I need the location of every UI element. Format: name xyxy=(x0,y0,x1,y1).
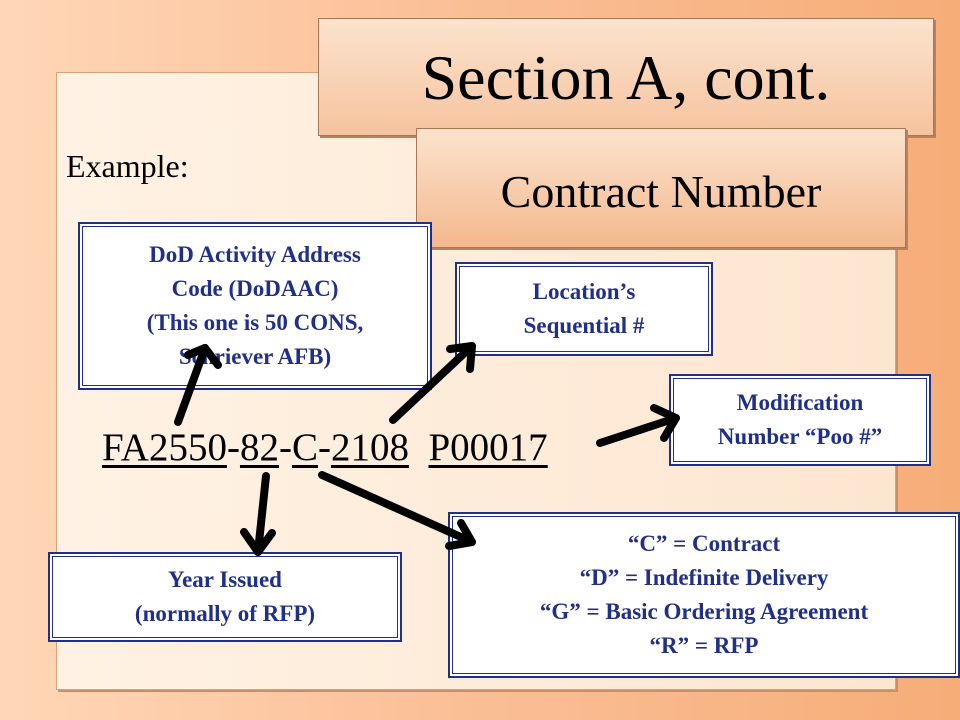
dodaac-line: (This one is 50 CONS, xyxy=(146,310,364,335)
dodaac-line: Code (DoDAAC) xyxy=(171,276,339,301)
contract-separator: - xyxy=(278,426,292,469)
subtitle-box: Contract Number xyxy=(416,128,906,248)
year-line: (normally of RFP) xyxy=(134,601,316,626)
arrow-to-sequential xyxy=(389,342,476,424)
contract-type-line: “D” = Indefinite Delivery xyxy=(579,565,829,590)
contract-part-year: 82 xyxy=(239,426,279,469)
contract-number: FA2550-82-C-2108 P00017 xyxy=(102,424,548,472)
year-box: Year Issued (normally of RFP) xyxy=(48,552,402,642)
modification-line: Modification xyxy=(736,390,864,415)
contract-type-line: “R” = RFP xyxy=(649,633,759,658)
modification-line: Number “Poo #” xyxy=(717,424,883,449)
arrow-to-year xyxy=(240,472,276,556)
arrow-to-dodaac xyxy=(174,344,222,426)
arrow-to-contract-types xyxy=(318,471,476,550)
contract-part-modification: P00017 xyxy=(428,426,548,469)
slide-subtitle: Contract Number xyxy=(500,166,822,217)
modification-box: Modification Number “Poo #” xyxy=(669,374,931,466)
sequential-line: Sequential # xyxy=(523,313,645,338)
contract-types-box: “C” = Contract “D” = Indefinite Delivery… xyxy=(448,512,960,678)
contract-part-sequential: 2108 xyxy=(330,426,409,469)
dodaac-line: DoD Activity Address xyxy=(149,242,361,267)
year-line: Year Issued xyxy=(168,567,282,592)
contract-separator: - xyxy=(317,426,331,469)
slide-title: Section A, cont. xyxy=(421,42,831,113)
contract-type-line: “G” = Basic Ordering Agreement xyxy=(539,599,869,624)
arrow-to-modification xyxy=(596,404,680,447)
contract-part-type: C xyxy=(291,426,318,469)
example-label: Example: xyxy=(66,148,189,184)
sequential-line: Location’s xyxy=(532,279,636,304)
contract-type-line: “C” = Contract xyxy=(627,531,781,556)
sequential-box: Location’s Sequential # xyxy=(455,262,713,356)
contract-part-dodaac: FA2550 xyxy=(102,426,227,469)
contract-separator: - xyxy=(226,426,240,469)
